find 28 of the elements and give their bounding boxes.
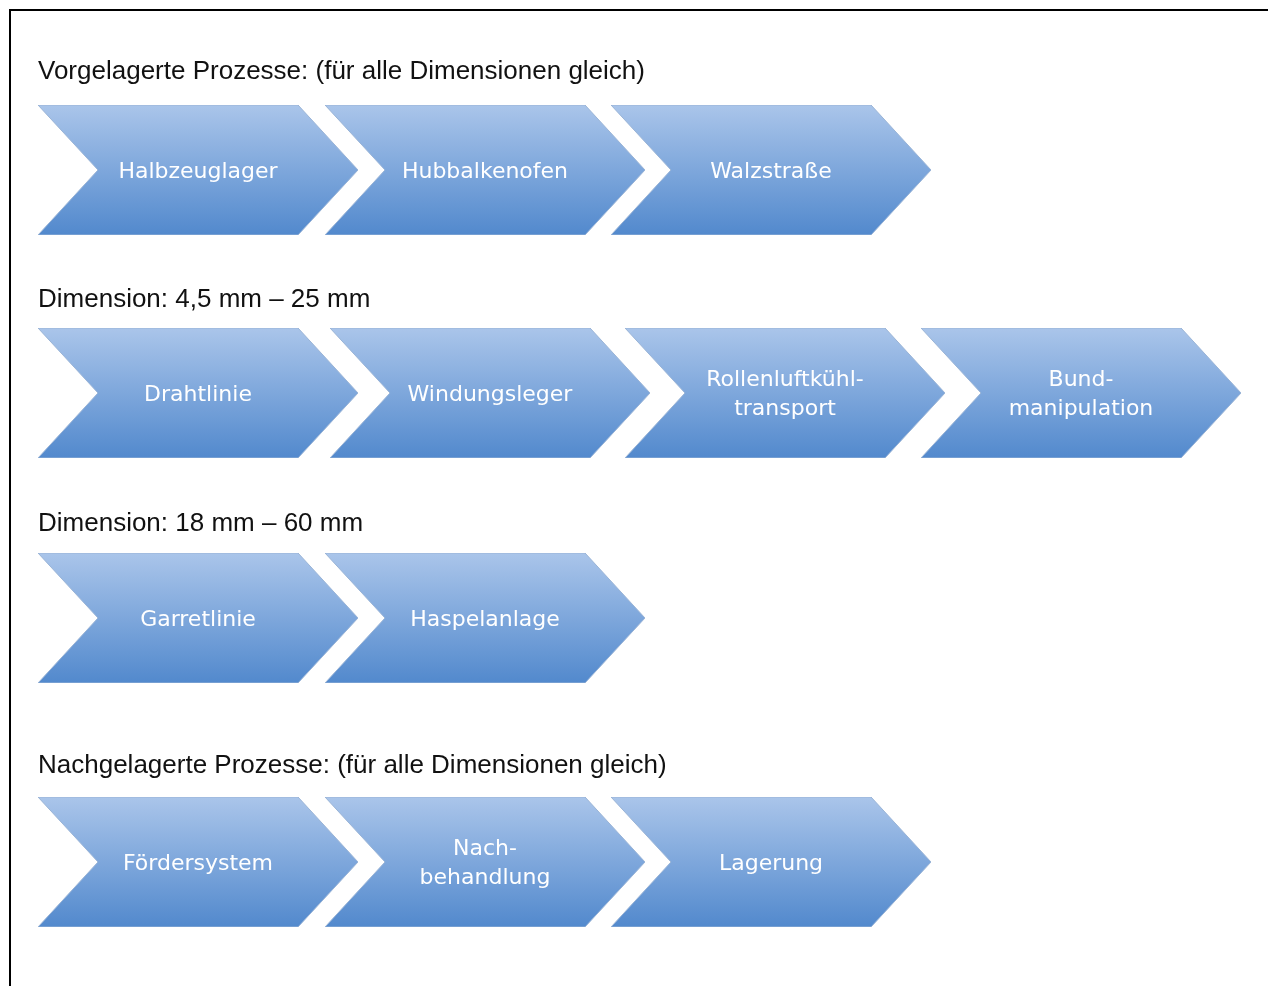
process-step	[38, 105, 358, 235]
process-step	[38, 797, 358, 927]
process-label: Hubbalkenofen	[401, 156, 569, 185]
process-step	[38, 553, 358, 683]
process-step	[611, 105, 931, 235]
process-label: Walzstraße	[710, 156, 832, 185]
section-heading: Dimension: 4,5 mm – 25 mm	[38, 283, 371, 314]
process-label: Windungsleger	[407, 379, 573, 408]
process-step	[611, 797, 931, 927]
process-label: Garretlinie	[140, 604, 256, 633]
section-heading: Dimension: 18 mm – 60 mm	[38, 507, 364, 538]
process-step	[625, 328, 945, 458]
section-heading: Nachgelagerte Prozesse: (für alle Dimensionen gleich)	[38, 749, 667, 780]
process-step	[325, 797, 645, 927]
process-label: Haspelanlage	[410, 604, 560, 633]
process-label: Bund- manipulation	[1007, 365, 1155, 422]
process-step	[325, 553, 645, 683]
process-label: Halbzeuglager	[118, 156, 278, 185]
process-label: Nach- behandlung	[418, 834, 552, 891]
process-label: Lagerung	[718, 848, 824, 877]
section-heading: Vorgelagerte Prozesse: (für alle Dimensionen gleich)	[38, 55, 645, 86]
process-label: Drahtlinie	[144, 379, 252, 408]
process-step	[921, 328, 1241, 458]
process-step	[38, 328, 358, 458]
process-label: Rollenluftkühl- transport	[705, 365, 865, 422]
process-label: Fördersystem	[122, 848, 274, 877]
process-step	[325, 105, 645, 235]
process-step	[330, 328, 650, 458]
